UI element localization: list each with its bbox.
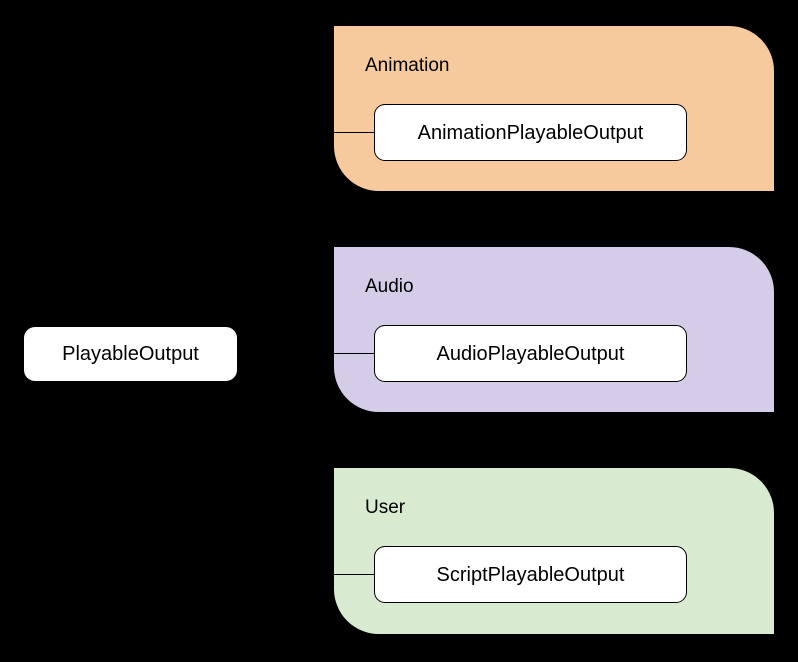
node-playable-output[interactable]: PlayableOutput [24, 327, 237, 381]
node-animation-playable-output[interactable]: AnimationPlayableOutput [374, 104, 687, 161]
package-user-title: User [365, 497, 406, 518]
node-script-playable-output-label: ScriptPlayableOutput [436, 563, 625, 586]
package-user[interactable]: User ScriptPlayableOutput [333, 467, 775, 635]
package-audio[interactable]: Audio AudioPlayableOutput [333, 246, 775, 413]
node-audio-playable-output-label: AudioPlayableOutput [436, 342, 625, 365]
node-playable-output-label: PlayableOutput [62, 343, 199, 365]
node-script-playable-output[interactable]: ScriptPlayableOutput [374, 546, 687, 603]
node-animation-playable-output-label: AnimationPlayableOutput [417, 121, 644, 144]
connector-audio [334, 353, 375, 354]
package-animation-title: Animation [365, 55, 450, 76]
package-animation[interactable]: Animation AnimationPlayableOutput [333, 25, 775, 192]
connector-user [334, 574, 375, 575]
package-audio-title: Audio [365, 276, 414, 297]
connector-animation [334, 132, 375, 133]
node-audio-playable-output[interactable]: AudioPlayableOutput [374, 325, 687, 382]
